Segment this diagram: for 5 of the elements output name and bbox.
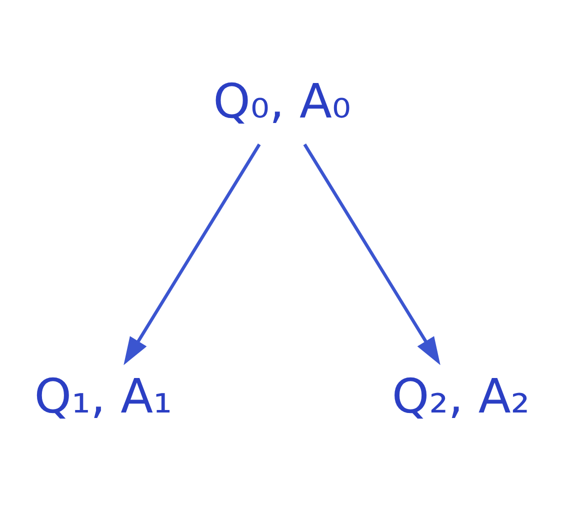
arrow (303, 143, 440, 365)
node-text: Q₀, A₀ (213, 74, 351, 129)
node-text: Q₂, A₂ (392, 369, 530, 424)
node-text: Q₁, A₁ (34, 369, 172, 424)
arrow (124, 143, 261, 365)
